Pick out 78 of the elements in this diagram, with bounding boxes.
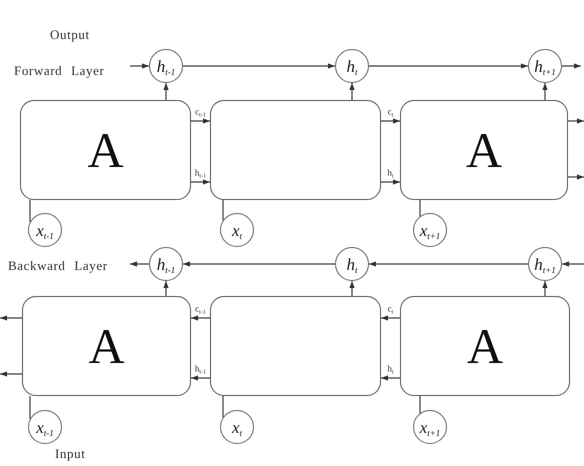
variable-symbol: h$_{t}$ <box>346 58 358 74</box>
state-circle <box>528 49 562 83</box>
output-caption: Output <box>50 27 90 42</box>
input-circle <box>28 410 62 444</box>
arrow <box>0 315 22 321</box>
connector-line <box>419 200 421 216</box>
arrow <box>568 118 584 124</box>
cell-block <box>210 296 381 396</box>
arrow <box>369 63 528 69</box>
edge-label: c$_{t-1}$ <box>195 304 206 314</box>
variable-symbol: h$_{t-1}$ <box>156 58 176 74</box>
edge-label: h$_{t-1}$ <box>194 364 206 374</box>
state-circle <box>335 247 369 281</box>
variable-symbol: x$_{t}$ <box>232 222 242 238</box>
arrow <box>130 261 149 267</box>
variable-symbol: h$_{t-1}$ <box>156 256 176 272</box>
connector-line <box>29 396 31 419</box>
layer-caption: Forward Layer <box>14 63 104 78</box>
state-circle <box>528 247 562 281</box>
arrow <box>562 261 584 267</box>
arrow <box>369 261 528 267</box>
cell-letter: A <box>88 321 125 371</box>
cell-letter: A <box>87 125 124 175</box>
input-circle <box>220 410 254 444</box>
cell-letter: A <box>466 125 502 175</box>
arrow <box>381 118 400 124</box>
arrow <box>191 315 210 321</box>
arrow <box>381 375 400 381</box>
arrow <box>349 83 355 100</box>
arrow <box>542 281 548 296</box>
cell-block <box>400 296 570 396</box>
arrow <box>183 63 335 69</box>
arrow <box>542 83 548 100</box>
arrow <box>191 375 210 381</box>
layer-caption: Backward Layer <box>8 258 108 273</box>
variable-symbol: h$_{t+1}$ <box>534 256 556 272</box>
input-caption: Input <box>55 446 86 461</box>
connector-line <box>222 396 224 418</box>
variable-symbol: x$_{t-1}$ <box>36 222 54 238</box>
connector-line <box>29 200 31 222</box>
arrow <box>0 371 22 377</box>
edge-label: h$_{t-1}$ <box>194 168 206 178</box>
variable-symbol: x$_{t+1}$ <box>420 222 440 238</box>
cell-block <box>20 100 191 200</box>
edge-label: h$_{t}$ <box>387 364 394 374</box>
arrow <box>191 118 210 124</box>
arrow <box>562 63 581 69</box>
connector-line <box>222 200 224 220</box>
input-circle <box>413 410 447 444</box>
connector-line <box>419 396 421 414</box>
input-circle <box>220 213 254 247</box>
variable-symbol: x$_{t}$ <box>232 418 242 436</box>
variable-symbol: h$_{t+1}$ <box>534 58 556 74</box>
arrow <box>191 179 210 185</box>
arrow <box>163 281 169 296</box>
cell-block <box>22 296 191 396</box>
edge-label: c$_{t}$ <box>388 108 394 116</box>
state-circle <box>149 49 183 83</box>
arrow <box>130 63 149 69</box>
arrow <box>349 281 355 296</box>
arrow <box>381 179 400 185</box>
state-circle <box>149 247 183 281</box>
variable-symbol: h$_{t}$ <box>346 256 358 272</box>
arrow <box>183 261 335 267</box>
edge-label: c$_{t-1}$ <box>195 108 206 116</box>
edge-label: c$_{t}$ <box>388 304 394 314</box>
variable-symbol: x$_{t+1}$ <box>420 418 440 436</box>
state-circle <box>335 49 369 83</box>
cell-block <box>400 100 568 200</box>
input-circle <box>28 213 62 247</box>
input-circle <box>413 213 447 247</box>
edge-label: h$_{t}$ <box>387 168 394 178</box>
arrow <box>568 174 584 180</box>
cell-letter: A <box>466 321 504 371</box>
arrow <box>381 315 400 321</box>
arrow <box>163 83 169 100</box>
cell-block <box>210 100 381 200</box>
variable-symbol: x$_{t-1}$ <box>36 418 54 436</box>
